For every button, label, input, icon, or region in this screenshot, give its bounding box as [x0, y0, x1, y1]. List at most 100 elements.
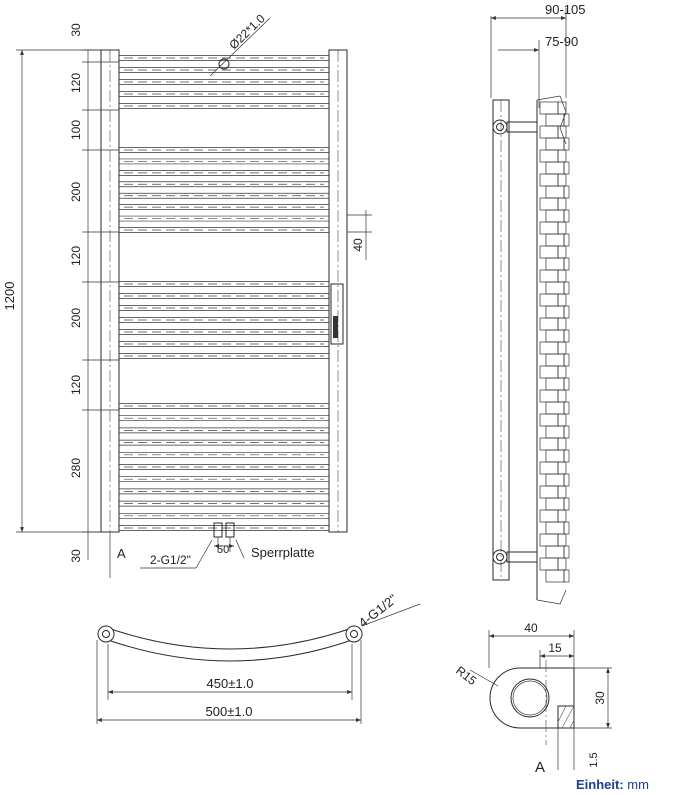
section-marker-a: A — [117, 546, 126, 561]
brick — [545, 209, 565, 223]
depth-inner-label: 75-90 — [545, 34, 578, 49]
brick — [557, 125, 567, 139]
total-width-label: 500±1.0 — [206, 704, 253, 719]
connection-spacing-label: 50 — [217, 544, 229, 556]
brick — [557, 437, 567, 451]
crossbar-groups — [119, 55, 329, 531]
spacing-label-9: 30 — [69, 549, 83, 563]
brick — [563, 185, 570, 199]
brick — [563, 329, 570, 343]
brick — [539, 365, 559, 379]
brick — [545, 569, 565, 583]
crossbar-group-3 — [119, 281, 329, 359]
brick — [545, 305, 565, 319]
brick — [563, 497, 570, 511]
brick — [539, 173, 559, 187]
brick — [545, 449, 565, 463]
right-fitting — [345, 625, 363, 643]
brick — [563, 353, 570, 367]
brick — [563, 281, 570, 295]
brick — [563, 449, 570, 463]
brick — [557, 317, 567, 331]
brick — [539, 317, 559, 331]
tube-marker — [218, 58, 230, 70]
detail-a: 40 15 R15 30 1.5 A — [453, 621, 612, 776]
detail-hatch — [557, 705, 575, 729]
brick — [557, 461, 567, 475]
detail-radius-label: R15 — [453, 663, 479, 688]
brick — [545, 545, 565, 559]
brick — [563, 305, 570, 319]
brick — [545, 497, 565, 511]
brick — [557, 365, 567, 379]
top-view: 4-G1/2" 450±1.0 500±1.0 — [96, 591, 421, 724]
brick — [539, 557, 559, 571]
detail-width-label: 40 — [524, 621, 538, 635]
brick — [563, 569, 570, 583]
brick — [557, 221, 567, 235]
brick — [539, 437, 559, 451]
spacing-label-6: 200 — [69, 308, 83, 328]
brick — [539, 413, 559, 427]
brick — [539, 221, 559, 235]
brick — [557, 509, 567, 523]
unit-value: mm — [627, 777, 649, 792]
valve-label: Sperrplatte — [251, 545, 315, 560]
brick — [539, 125, 559, 139]
detail-offset-label: 15 — [548, 641, 562, 655]
upper-bracket — [492, 119, 538, 135]
brick — [557, 341, 567, 355]
brick — [563, 473, 570, 487]
brick — [557, 245, 567, 259]
brick — [557, 149, 567, 163]
spacing-label-4: 200 — [69, 182, 83, 202]
brick — [563, 257, 570, 271]
brick — [545, 257, 565, 271]
detail-height-label: 30 — [593, 691, 607, 705]
spacing-label-7: 120 — [69, 375, 83, 395]
brick — [545, 185, 565, 199]
brick — [539, 461, 559, 475]
spacing-label-8: 280 — [69, 458, 83, 478]
crossbar-group-1 — [119, 55, 329, 109]
brick — [539, 389, 559, 403]
brick — [563, 113, 570, 127]
total-height-dimension — [16, 49, 101, 533]
side-view: 90-105 75-90 — [490, 2, 585, 605]
offset-dimension — [347, 210, 372, 260]
spacing-label-3: 100 — [69, 120, 83, 140]
total-height-label: 1200 — [2, 282, 17, 311]
brick — [563, 233, 570, 247]
brick — [545, 353, 565, 367]
brick — [557, 485, 567, 499]
tube-label: Ø22*1.0 — [226, 11, 268, 52]
brick — [545, 473, 565, 487]
brick — [563, 209, 570, 223]
brick — [539, 293, 559, 307]
brick — [545, 377, 565, 391]
brick — [539, 485, 559, 499]
center-distance-label: 450±1.0 — [207, 676, 254, 691]
crossbar-group-4 — [119, 403, 329, 531]
brick — [563, 161, 570, 175]
brick — [539, 269, 559, 283]
brick — [539, 533, 559, 547]
brick — [557, 533, 567, 547]
brick — [545, 425, 565, 439]
connection-label: 2-G1/2" — [150, 553, 191, 567]
brick — [563, 425, 570, 439]
brick — [557, 557, 567, 571]
brick — [557, 269, 567, 283]
brick — [545, 329, 565, 343]
brick — [539, 245, 559, 259]
brick — [563, 137, 570, 151]
brick — [557, 197, 567, 211]
left-post — [100, 49, 120, 533]
brick — [545, 401, 565, 415]
brick — [539, 509, 559, 523]
valve-plate — [330, 283, 344, 345]
offset-label: 40 — [351, 238, 365, 252]
brick — [545, 137, 565, 151]
brick — [545, 161, 565, 175]
